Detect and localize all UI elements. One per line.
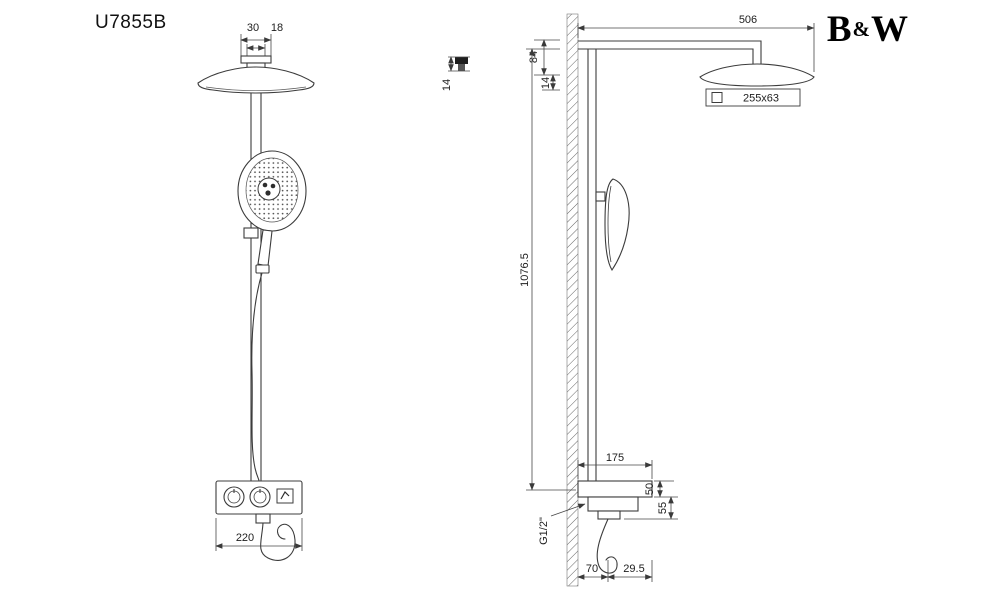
callout-box [705,88,801,107]
brand-ampersand: & [852,17,871,41]
control-unit-front [215,480,303,524]
dim-30-label: 30 [247,22,259,34]
dim-84: 84 [528,39,560,76]
wall-bracket-detail: 14 [441,56,470,91]
diverter-button [276,488,294,504]
left-knob [223,486,245,508]
dim-18-label: 18 [271,22,283,34]
side-view: 14 506 84 [441,13,815,587]
front-view: 30 18 [197,22,315,561]
hand-shower-face-line [607,185,612,263]
bracket-plate [455,57,468,64]
hand-shower-side [595,178,630,272]
dim-29-5: 29.5 [607,560,653,582]
ceiling-flange [240,55,272,64]
dim-55: 55 [624,496,678,520]
model-number: U7855B [95,12,167,33]
dim-220: 220 [215,518,303,551]
valve-outlet-side [597,510,621,520]
hose-nut [255,264,270,274]
dim-1076-label: 1076.5 [519,253,531,287]
dim-1076-5: 1076.5 [519,48,576,491]
dim-175: 175 [577,452,653,479]
front-top-dimensions: 30 18 [240,22,283,62]
head-size-label: 255x63 [743,93,779,105]
hose-outlet [255,513,271,524]
dim-55-label: 55 [657,502,669,514]
right-knob [249,486,271,508]
square-symbol-icon [711,92,723,103]
brand-letter-w: W [871,9,908,50]
head-size-callout: 255x63 [705,88,801,107]
dim-14-bracket-label: 14 [441,79,453,91]
dim-29-5-label: 29.5 [623,563,644,575]
brand-letter-b: B [826,9,852,50]
hand-shower-handle [257,229,273,267]
dim-506: 506 [577,14,815,72]
dim-14-wall-label: 14 [540,77,552,89]
nozzle-dot [270,183,276,189]
hand-shower-center [257,177,281,201]
slider-bracket-side [595,191,606,202]
dim-506-label: 506 [739,14,757,26]
shower-hose-front-upper [251,272,263,482]
dim-14-wall: 14 [540,74,560,91]
hand-shower-front [237,150,307,274]
thread-callout: G1/2" [538,503,586,545]
nozzle-dot [262,182,268,188]
wall-section [566,13,579,587]
dim-50: 50 [644,480,678,498]
rain-shower-head-side [699,63,815,87]
nozzle-dot [265,190,271,196]
dim-70-label: 70 [586,563,598,575]
head-rim-line [205,86,307,92]
dim-175-label: 175 [606,452,624,464]
hand-shower-body-side [604,178,630,272]
shower-arm-side [577,40,762,67]
dim-50-label: 50 [644,483,656,495]
dim-84-label: 84 [528,51,540,63]
rain-shower-head-front [197,66,315,94]
slider-bracket-front [243,227,259,239]
valve-body-side [587,496,639,512]
shelf-side [577,480,653,498]
shower-hose-front-loop [260,522,296,561]
diverter-icon [280,491,290,500]
thread-label: G1/2" [538,517,550,545]
bracket-stub [458,64,465,71]
shower-hose-side [596,518,618,574]
dim-220-label: 220 [236,532,254,544]
brand-logo: B&W [827,8,908,51]
